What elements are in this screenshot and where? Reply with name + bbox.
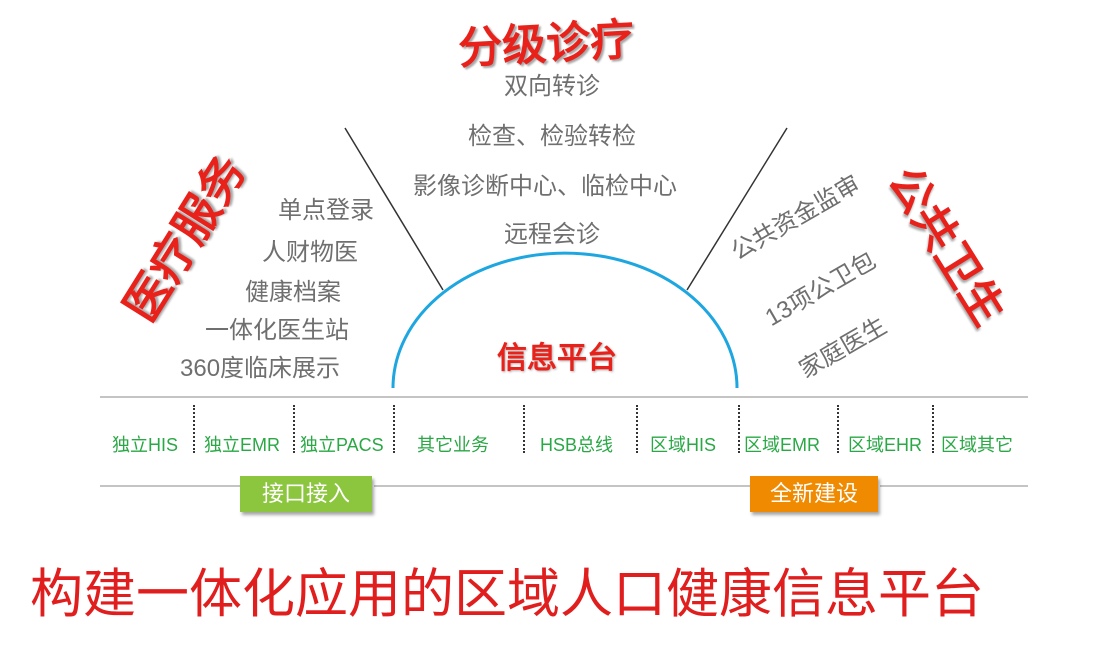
separator: [636, 405, 638, 453]
left-item: 健康档案: [245, 279, 341, 306]
new-build-button[interactable]: 全新建设: [750, 476, 878, 512]
top-item: 影像诊断中心、临检中心: [413, 173, 677, 200]
divider-right: [686, 127, 788, 291]
system-label: 区域EHR: [848, 435, 923, 455]
separator: [523, 405, 525, 453]
left-item: 360度临床展示: [180, 355, 341, 382]
left-item: 单点登录: [278, 197, 374, 224]
divider-left: [344, 127, 444, 291]
interface-access-button[interactable]: 接口接入: [240, 476, 372, 512]
system-label: 独立HIS: [112, 435, 179, 455]
page-title: 构建一体化应用的区域人口健康信息平台: [30, 565, 984, 624]
heading-center: 信息平台: [497, 341, 617, 376]
platform-dome: [391, 251, 739, 389]
system-label: 其它业务: [417, 435, 489, 455]
left-item: 一体化医生站: [205, 317, 349, 344]
system-label: 区域EMR: [744, 435, 820, 455]
system-label: 区域其它: [941, 435, 1013, 455]
top-item: 远程会诊: [504, 221, 600, 248]
separator: [738, 405, 740, 453]
separator: [393, 405, 395, 453]
left-item: 人财物医: [262, 239, 358, 266]
system-label: 独立PACS: [300, 435, 384, 455]
separator: [932, 405, 934, 453]
system-label: 区域HIS: [650, 435, 717, 455]
top-item: 双向转诊: [504, 73, 600, 100]
system-label: HSB总线: [540, 435, 614, 455]
system-label: 独立EMR: [204, 435, 280, 455]
separator: [837, 405, 839, 453]
top-item: 检查、检验转检: [468, 123, 636, 150]
separator: [293, 405, 295, 453]
separator: [193, 405, 195, 453]
